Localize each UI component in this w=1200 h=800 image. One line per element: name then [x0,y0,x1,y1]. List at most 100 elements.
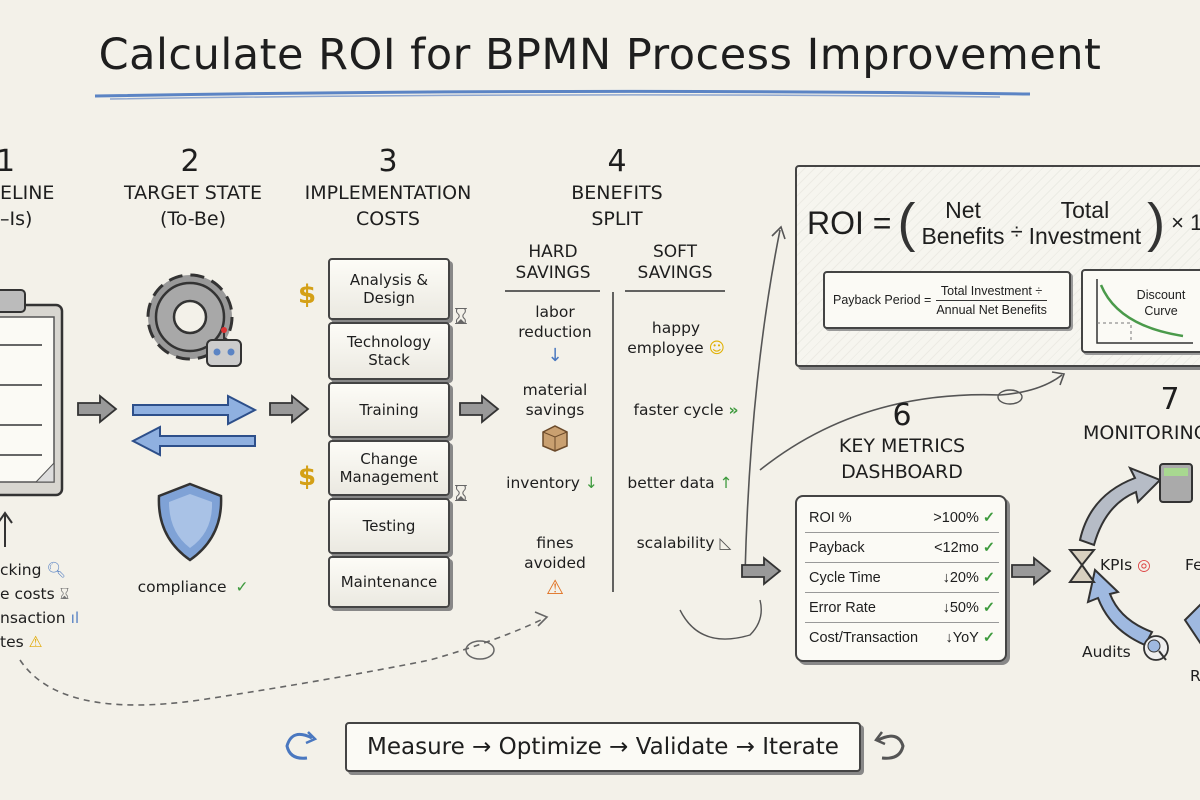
payback-bottom: Annual Net Benefits [936,302,1047,317]
smiley-icon: ☺ [708,339,725,357]
heading-line: HARD [528,242,578,262]
baseline-item: cking 🔍︎ [0,558,79,582]
soft-savings-heading: SOFT SAVINGS [638,242,713,284]
denominator-top: Total [1060,197,1110,223]
roi-formula: ROI = ( Net Benefits ÷ Total Investment … [807,193,1200,253]
compliance-label: compliance ✓ [138,577,249,597]
heading-line: ELINE [0,182,55,204]
soft-item: scalability ◺ [637,533,732,553]
metric-label: ROI % [809,509,852,526]
heading-line: BENEFITS [571,182,663,204]
hourglass-icon: ⌛︎ [59,585,70,603]
metric-row: Payback<12mo✓ [805,533,999,563]
step-1-heading: ELINE –Is) [0,180,54,232]
hard-item: labor reduction [518,303,592,341]
roi-lhs: ROI = [807,204,892,241]
cost-block: Technology Stack [328,322,450,380]
gear-robot-icon [146,273,242,367]
hard-savings-heading: HARD SAVINGS [516,242,591,284]
arrow-right-icon [77,394,118,424]
roi-denominator: Total Investment [1029,197,1142,249]
step-2-number: 2 [180,144,200,179]
baseline-item: e costs ⌛︎ [0,582,79,606]
warning-icon: ⚠ [546,575,564,599]
compliance-text: compliance [137,578,227,596]
divide-sign: ÷ [1010,219,1023,244]
soft-item-text: happy employee [627,319,704,357]
heading-line: IMPLEMENTATION [304,182,472,204]
cost-block: Analysis & Design [328,258,450,320]
cost-block: Maintenance [328,556,450,608]
arrow-right-icon [269,394,310,424]
feedback-label: Fe [1185,556,1200,574]
monitoring-cycle [1067,463,1200,661]
cost-block: Training [328,382,450,438]
step-7-heading: MONITORING [1083,422,1200,444]
heading-line: SAVINGS [515,263,591,283]
metric-value: <12mo [934,539,979,556]
payback-formula: Payback Period = Total Investment ÷ Annu… [833,273,1047,327]
payback-fraction: Total Investment ÷ Annual Net Benefits [936,282,1047,319]
kpis-label: KPIs ◎ [1100,555,1151,575]
down-arrow-icon: ↓ [584,474,598,492]
heading-line: SPLIT [591,208,643,230]
check-icon: ✓ [982,599,995,616]
step-4-heading: BENEFITS SPLIT [571,180,662,232]
roi-formula-box: ROI = ( Net Benefits ÷ Total Investment … [795,165,1200,367]
arrow-right-icon [1011,556,1052,586]
baseline-item-text: nsaction [0,609,66,627]
paren-close: ) [1147,193,1166,253]
cost-block: Testing [328,498,450,554]
hourglass-icon [1067,549,1097,583]
hard-item-text: inventory [506,474,580,492]
step-6-heading: KEY METRICS DASHBOARD [839,433,965,485]
metric-label: Cycle Time [809,569,881,586]
dollar-icon: $ [298,280,317,310]
page-title: Calculate ROI for BPMN Process Improveme… [98,30,1102,80]
blue-arrow-left-icon [130,425,256,457]
dollar-icon: $ [298,462,317,492]
metric-value: ↓20% [942,569,979,586]
roi-multiplier: × 10 [1171,210,1200,235]
soft-item: faster cycle » [634,400,739,420]
baseline-items: cking 🔍︎ e costs ⌛︎ nsaction ıl tes ⚠ [0,558,79,654]
blue-cycle-arrow [1086,568,1154,647]
cycle-arrow-right-icon [874,731,905,760]
magnifier-icon: 🔍︎ [46,561,67,579]
metric-value: ↓YoY [945,629,979,646]
check-icon: ✓ [982,509,995,526]
metric-label: Cost/Transaction [809,629,919,646]
box-icon [542,425,568,452]
heading-line: (To-Be) [159,208,227,230]
check-icon: ✓ [235,578,249,596]
discount-curve-label: Discount Curve [1137,287,1186,319]
discount-curve-box: Discount Curve [1081,269,1200,353]
step-4-number: 4 [607,144,627,179]
metric-value: ↓50% [942,599,979,616]
hard-item: inventory ↓ [506,473,598,493]
label-line: Discount [1136,288,1186,302]
payback-box: Payback Period = Total Investment ÷ Annu… [823,271,1071,329]
magnifier-cloud-icon [1143,635,1169,661]
heading-line: KEY METRICS [838,435,966,457]
baseline-item-text: e costs [0,585,55,603]
baseline-item: nsaction ıl [0,606,79,630]
heading-line: TARGET STATE [123,182,263,204]
down-arrow-icon: ↓ [547,345,563,366]
baseline-item-text: cking [0,561,42,579]
fast-arrow-icon: » [728,401,739,419]
paren-open: ( [897,193,916,253]
soft-item-text: scalability [636,534,715,552]
numerator-bottom: Benefits [921,223,1005,249]
dashed-flow-arrow [19,617,546,706]
payback-label: Payback Period = [833,293,932,307]
metric-value: >100% [933,509,979,526]
check-icon: ✓ [982,629,995,646]
arrow-right-icon [741,556,782,586]
arrow-right-icon [459,394,500,424]
calculator-icon [1159,463,1193,503]
step-7-number: 7 [1160,382,1180,417]
clipboard-icon [0,289,64,547]
numerator-top: Net [945,197,981,223]
metric-row: ROI % >100%✓ [805,503,999,533]
